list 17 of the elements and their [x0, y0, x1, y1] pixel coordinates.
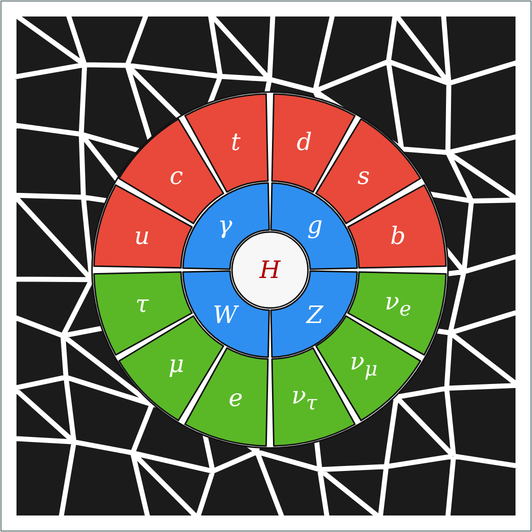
- particle-symbol: t: [230, 130, 241, 154]
- particle-symbol: ν$_{μ}$: [350, 349, 378, 378]
- particle-symbol: c: [170, 164, 184, 188]
- particle-symbol: b: [390, 224, 406, 248]
- particle-symbol: ν$_{e}$: [384, 290, 412, 319]
- particle-symbol: Z: [306, 302, 324, 327]
- particle-symbol: s: [358, 164, 370, 188]
- particle-symbol: τ: [135, 292, 149, 316]
- particle-symbol: γ: [218, 213, 232, 238]
- particle-symbol: H: [260, 258, 280, 282]
- particle-symbol: u: [134, 224, 150, 248]
- particle-symbol: d: [296, 130, 312, 154]
- particle-symbol: W: [212, 302, 238, 327]
- particle-symbol: g: [307, 213, 323, 238]
- particle-symbol: e: [228, 386, 243, 410]
- particle-symbol: μ: [168, 352, 184, 376]
- particle-symbol: ν$_{τ}$: [291, 384, 318, 412]
